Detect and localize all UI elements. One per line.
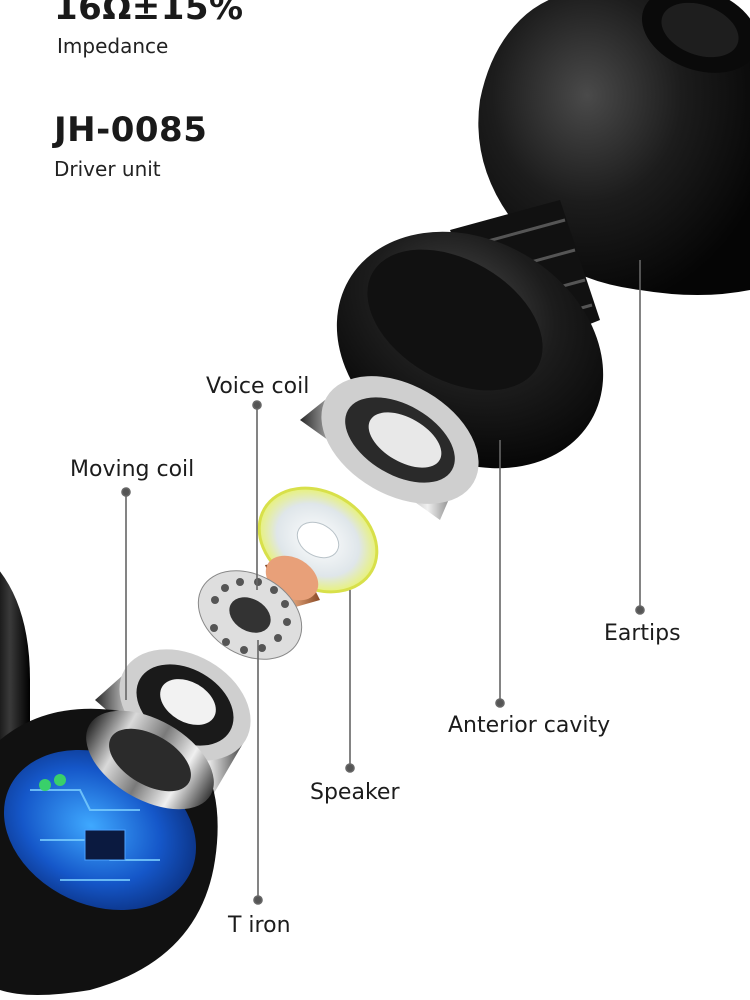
impedance-label: Impedance <box>57 34 169 58</box>
driver-unit-label: Driver unit <box>54 157 161 181</box>
speaker-label: Speaker <box>310 780 400 805</box>
magnet-ring <box>197 570 303 660</box>
driver-unit-value: JH-0085 <box>54 110 208 150</box>
t-iron-label: T iron <box>228 913 291 938</box>
anterior-cavity-label: Anterior cavity <box>448 713 611 738</box>
eartips-label: Eartips <box>604 621 681 646</box>
voice-coil-label: Voice coil <box>206 374 310 399</box>
impedance-value: 16Ω±15% <box>54 0 244 28</box>
voice-coil-part <box>300 376 479 520</box>
rear-housing <box>0 708 218 995</box>
cable <box>0 571 30 760</box>
moving-coil-label: Moving coil <box>70 457 195 482</box>
